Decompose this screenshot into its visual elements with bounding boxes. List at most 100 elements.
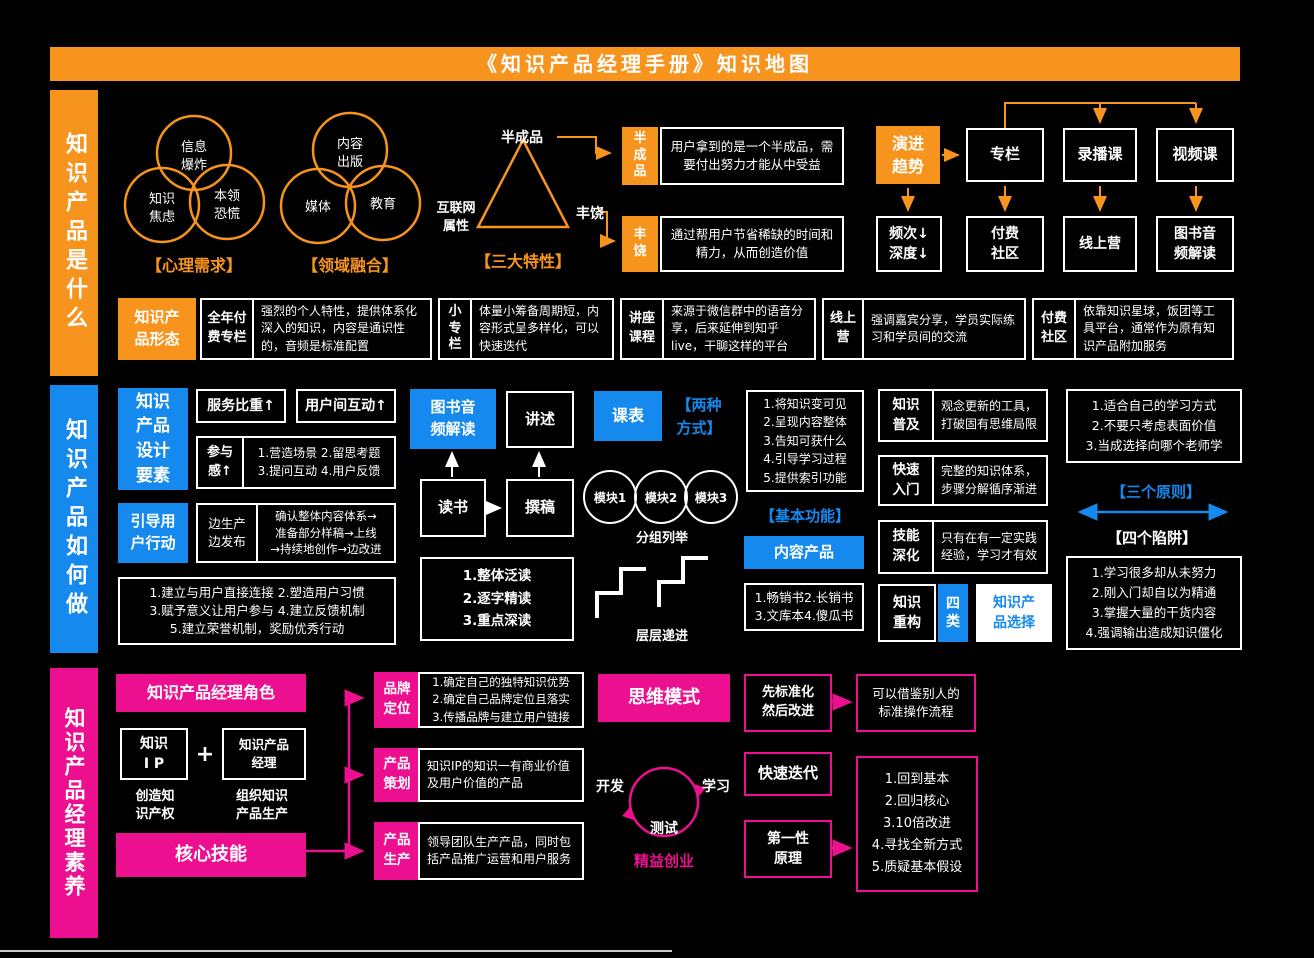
create-ip-note: 创造知 识产权 [135, 789, 175, 823]
four-traps-caption: 【四个陷阱】 [1106, 529, 1197, 547]
evolution-book-audio: 图书音 频解读 [1156, 216, 1234, 272]
venn-domain-circles [279, 111, 422, 245]
book-audio-tag: 图书音 频解读 [410, 389, 496, 449]
user-interaction-box: 用户间互动↑ [296, 389, 396, 423]
skill-deepen-box: 技能 深化 [878, 520, 934, 574]
module-2-label: 模块2 [644, 491, 678, 505]
three-principles-caption: 【三个原则】 [1110, 483, 1201, 501]
group-enumerate-label: 分组列举 [635, 531, 688, 546]
basic-functions-caption: 【基本功能】 [759, 507, 850, 525]
quick-entry-box: 快速 入门 [878, 455, 934, 506]
stairs-label: 层层递进 [635, 629, 688, 644]
standardize-box: 先标准化 然后改进 [744, 674, 832, 732]
two-ways-caption: 【两种 方式】 [676, 396, 722, 437]
form-online-camp-desc: 强调嘉宾分享，学员实际练习和学员间的交流 [862, 298, 1026, 360]
form-small-column: 小 专 栏 [438, 298, 472, 360]
core-skills-tag: 核心技能 [116, 833, 306, 877]
produce-publish-box: 边生产 边发布 [196, 503, 258, 563]
venn-psych-right: 本领 恐慌 [213, 189, 240, 223]
product-choice-box: 知识产 品选择 [976, 584, 1052, 642]
organize-production-note: 组织知识 产品生产 [235, 789, 288, 823]
abundance-desc: 通过帮用户节省稀缺的时间和精力，从而创造价值 [660, 216, 844, 272]
venn-domain-right: 教育 [369, 197, 396, 212]
stairs-shape [595, 556, 708, 618]
draft-box: 撰稿 [506, 479, 574, 537]
standardize-desc-box: 可以借鉴别人的 标准操作流程 [856, 674, 976, 732]
knowledge-pm-box: 知识产品 经理 [222, 728, 306, 780]
venn-psych-caption: 【心理需求】 [145, 256, 242, 275]
form-lecture-course: 讲座 课程 [620, 298, 664, 360]
triangle-caption: 【三大特性】 [474, 252, 571, 271]
plus-sign: + [195, 742, 215, 767]
cycle-learn-label: 学习 [702, 779, 730, 795]
brand-positioning-desc: 1.确定自己的独特知识优势 2.确定自己品牌定位且落实 3.传播品牌与建立用户链… [418, 672, 584, 728]
section-label-what: 知识产品是什么 [50, 90, 98, 376]
user-action-list: 1.建立与用户直接连接 2.塑造用户习惯 3.赋予意义让用户参与 4.建立反馈机… [118, 577, 396, 645]
evolution-online-camp: 线上营 [1063, 216, 1137, 272]
venn-psych-left: 知识 焦虑 [148, 192, 175, 226]
service-weight-box: 服务比重↑ [196, 389, 286, 423]
product-planning-desc: 知识IP的知识一有商业价值及用户价值的产品 [418, 748, 584, 802]
content-product-tag: 内容产品 [744, 536, 864, 569]
form-online-camp: 线上 营 [822, 298, 864, 360]
product-production-desc: 领导团队生产产品，同时包括产品推广运营和用户服务 [418, 822, 584, 880]
module-3-label: 模块3 [694, 491, 728, 505]
design-elements-tag: 知识 产品 设计 要素 [118, 388, 188, 490]
product-forms-tag: 知识产 品形态 [118, 298, 196, 360]
narrate-box: 讲述 [506, 391, 574, 448]
cycle-test-label: 测试 [650, 821, 678, 837]
triangle-right-label: 丰饶 [576, 206, 604, 222]
pm-role-tag: 知识产品经理角色 [116, 674, 306, 712]
evolution-column: 专栏 [966, 128, 1044, 182]
timetable-tag: 课表 [594, 391, 662, 441]
knowledge-popularize-desc: 观念更新的工具，打破固有思维局限 [932, 389, 1048, 442]
first-principle-list: 1.回到基本 2.回归核心 3.10倍改进 4.寻找全新方式 5.质疑基本假设 [856, 756, 978, 892]
mindset-tag: 思维模式 [598, 674, 730, 722]
knowledge-popularize-box: 知识 普及 [878, 389, 934, 442]
venn-domain-caption: 【领域融合】 [301, 256, 398, 275]
section-label-quality: 知识产品经理素养 [50, 668, 98, 938]
engagement-list: 1.营造场景 2.留思考题 3.提问互动 4.用户反馈 [242, 436, 396, 489]
course-functions-list: 1.将知识变可见 2.呈现内容整体 3.告知可获什么 4.引导学习过程 5.提供… [746, 390, 864, 492]
evolution-frequency-depth: 频次↓ 深度↓ [876, 216, 942, 272]
product-planning-tag: 产品 策划 [374, 748, 420, 802]
four-traps-list: 1.学习很多却从未努力 2.刚入门却自以为精通 3.掌握大量的干货内容 4.强调… [1066, 556, 1242, 650]
product-production-tag: 产品 生产 [374, 822, 420, 880]
form-annual-column-desc: 强烈的个人特性，提供体系化深入的知识，内容是通识性的，音频是标准配置 [252, 298, 432, 360]
skill-deepen-desc: 只有在有一定实践经验，学习才有效 [932, 520, 1048, 574]
section-label-how: 知识产品如何做 [50, 385, 98, 653]
semi-product-tag: 半 成 品 [622, 127, 658, 185]
semi-product-desc: 用户拿到的是一个半成品，需要付出努力才能从中受益 [660, 127, 844, 185]
triangle-top-label: 半成品 [501, 130, 543, 146]
venn-domain-top: 内容 出版 [336, 137, 363, 171]
evolution-recorded-course: 录播课 [1063, 128, 1137, 182]
four-types-tag: 四 类 [938, 584, 968, 642]
three-principles-list: 1.适合自己的学习方式 2.不要只考虑表面价值 3.当成选择向哪个老师学 [1066, 389, 1242, 463]
triangle-shape [475, 137, 571, 229]
form-small-column-desc: 体量小筹备周期短，内容形式呈多样化，可以快速迭代 [470, 298, 614, 360]
guide-user-action-tag: 引导用 户行动 [118, 503, 188, 563]
bottom-edge-artifact [0, 950, 672, 952]
venn-psych-top: 信息 爆炸 [180, 140, 207, 174]
page-title: 《知识产品经理手册》知识地图 [50, 47, 1240, 81]
quick-iterate-box: 快速迭代 [744, 752, 832, 796]
form-paid-community: 付费 社区 [1032, 298, 1076, 360]
lean-startup-caption: 精益创业 [633, 852, 694, 870]
triangle-left-label: 互联网 属性 [436, 201, 476, 235]
cycle-develop-label: 开发 [596, 779, 624, 795]
form-annual-column: 全年付 费专栏 [200, 298, 254, 360]
content-types-box: 1.畅销书2.长销书 3.文库本4.傻瓜书 [744, 583, 864, 631]
read-box: 读书 [420, 479, 486, 537]
knowledge-ip-box: 知识 I P [120, 728, 188, 780]
produce-flow: 确认整体内容体系→ 准备部分样稿→上线 →持续地创作→边改进 [256, 503, 396, 563]
form-lecture-course-desc: 来源于微信群中的语音分享，后来延伸到知乎live，干聊这样的平台 [662, 298, 816, 360]
evolution-video-course: 视频课 [1156, 128, 1234, 182]
form-paid-community-desc: 依靠知识星球，饭团等工具平台，通常作为原有知识产品附加服务 [1074, 298, 1234, 360]
abundance-tag: 丰 饶 [622, 216, 658, 272]
brand-positioning-tag: 品牌 定位 [374, 672, 420, 728]
evolution-tag: 演进 趋势 [876, 126, 940, 184]
quick-entry-desc: 完整的知识体系，步骤分解循序渐进 [932, 455, 1048, 506]
read-steps-list: 1.整体泛读 2.逐字精读 3.重点深读 [420, 557, 574, 641]
module-1-label: 模块1 [593, 491, 627, 505]
